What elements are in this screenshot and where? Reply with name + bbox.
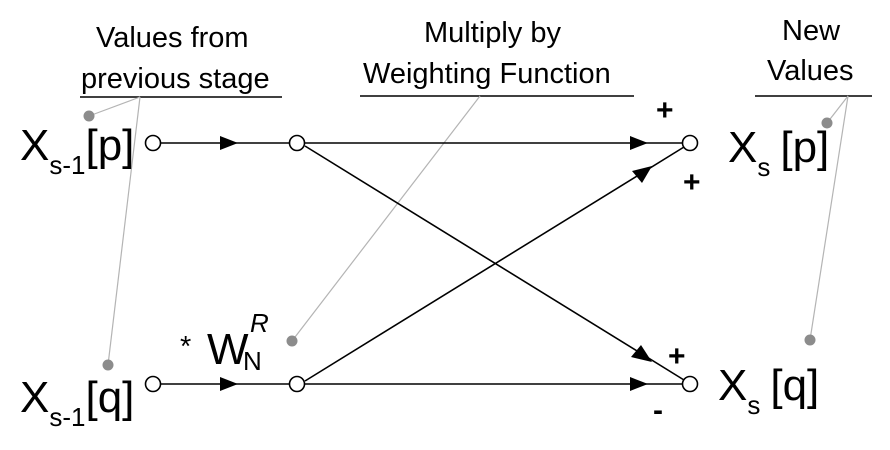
- new-values-label-line2: Values: [767, 55, 854, 87]
- previous-stage-label-line1: Values from: [96, 22, 249, 54]
- weighting-annotation: Multiply by Weighting Function: [286, 17, 634, 347]
- wire-cross-q-to-p: [304, 146, 685, 382]
- leader-line-new-p: [826, 95, 849, 124]
- input-p-base: X: [20, 121, 49, 170]
- marker-dot-prev-p: [83, 110, 95, 122]
- leader-line-weight: [291, 95, 481, 342]
- node-input-p: [144, 134, 162, 152]
- output-p-label: Xs [p]: [728, 123, 829, 182]
- input-q-base: X: [20, 373, 49, 422]
- arrow-cross-into-q: [631, 345, 652, 362]
- marker-dot-prev-q: [102, 359, 114, 371]
- arrow-direct-p: [630, 136, 648, 150]
- output-q-subscript: s: [747, 390, 760, 420]
- weight-superscript: R: [250, 308, 269, 338]
- weighting-label-line1: Multiply by: [424, 17, 561, 49]
- output-q-label: Xs [q]: [718, 361, 819, 420]
- node-output-q: [681, 375, 699, 393]
- weight-base: W: [207, 325, 249, 374]
- previous-stage-annotation: Values from previous stage: [80, 22, 282, 371]
- arrow-direct-q: [630, 377, 648, 391]
- previous-stage-label-line2: previous stage: [81, 63, 270, 95]
- nodes: [144, 134, 699, 393]
- output-p-index: [p]: [780, 123, 829, 172]
- marker-dot-new-q: [804, 334, 816, 346]
- leader-line-prev-q: [107, 96, 141, 366]
- marker-dot-new-p: [821, 117, 833, 129]
- input-p-label: Xs-1[p]: [20, 121, 134, 180]
- output-q-index: [q]: [770, 361, 819, 410]
- input-p-subscript: s-1: [49, 150, 85, 180]
- sum-signs: + + + -: [653, 94, 701, 427]
- sign-top-direct: +: [656, 94, 674, 127]
- arrowheads: [220, 136, 652, 391]
- new-values-annotation: New Values: [755, 15, 872, 346]
- wire-cross-p-to-q: [304, 145, 685, 381]
- arrow-input-q: [220, 377, 238, 391]
- output-q-base: X: [718, 361, 747, 410]
- weighting-label-line2: Weighting Function: [363, 58, 611, 90]
- sign-bottom-direct: -: [653, 394, 663, 427]
- leader-line-prev-p: [88, 96, 141, 117]
- arrow-cross-into-p: [632, 166, 652, 183]
- input-q-label: Xs-1[q]: [20, 373, 134, 432]
- node-output-p: [681, 134, 699, 152]
- new-values-label-line1: New: [782, 15, 841, 47]
- node-mid-q: [288, 375, 306, 393]
- marker-dot-weight: [286, 335, 298, 347]
- output-p-base: X: [728, 123, 757, 172]
- node-input-q: [144, 375, 162, 393]
- signal-wires: [160, 142, 685, 385]
- sign-bottom-cross: +: [668, 340, 686, 373]
- leader-line-new-q: [809, 95, 849, 341]
- sign-top-cross: +: [683, 166, 701, 199]
- input-p-index: [p]: [85, 121, 134, 170]
- input-q-index: [q]: [85, 373, 134, 422]
- arrow-input-p: [220, 136, 238, 150]
- weight-asterisk: *: [180, 331, 191, 363]
- weight-factor: * W N R: [180, 308, 269, 376]
- node-mid-p: [288, 134, 306, 152]
- weight-subscript: N: [243, 346, 262, 376]
- input-q-subscript: s-1: [49, 402, 85, 432]
- output-p-subscript: s: [757, 152, 770, 182]
